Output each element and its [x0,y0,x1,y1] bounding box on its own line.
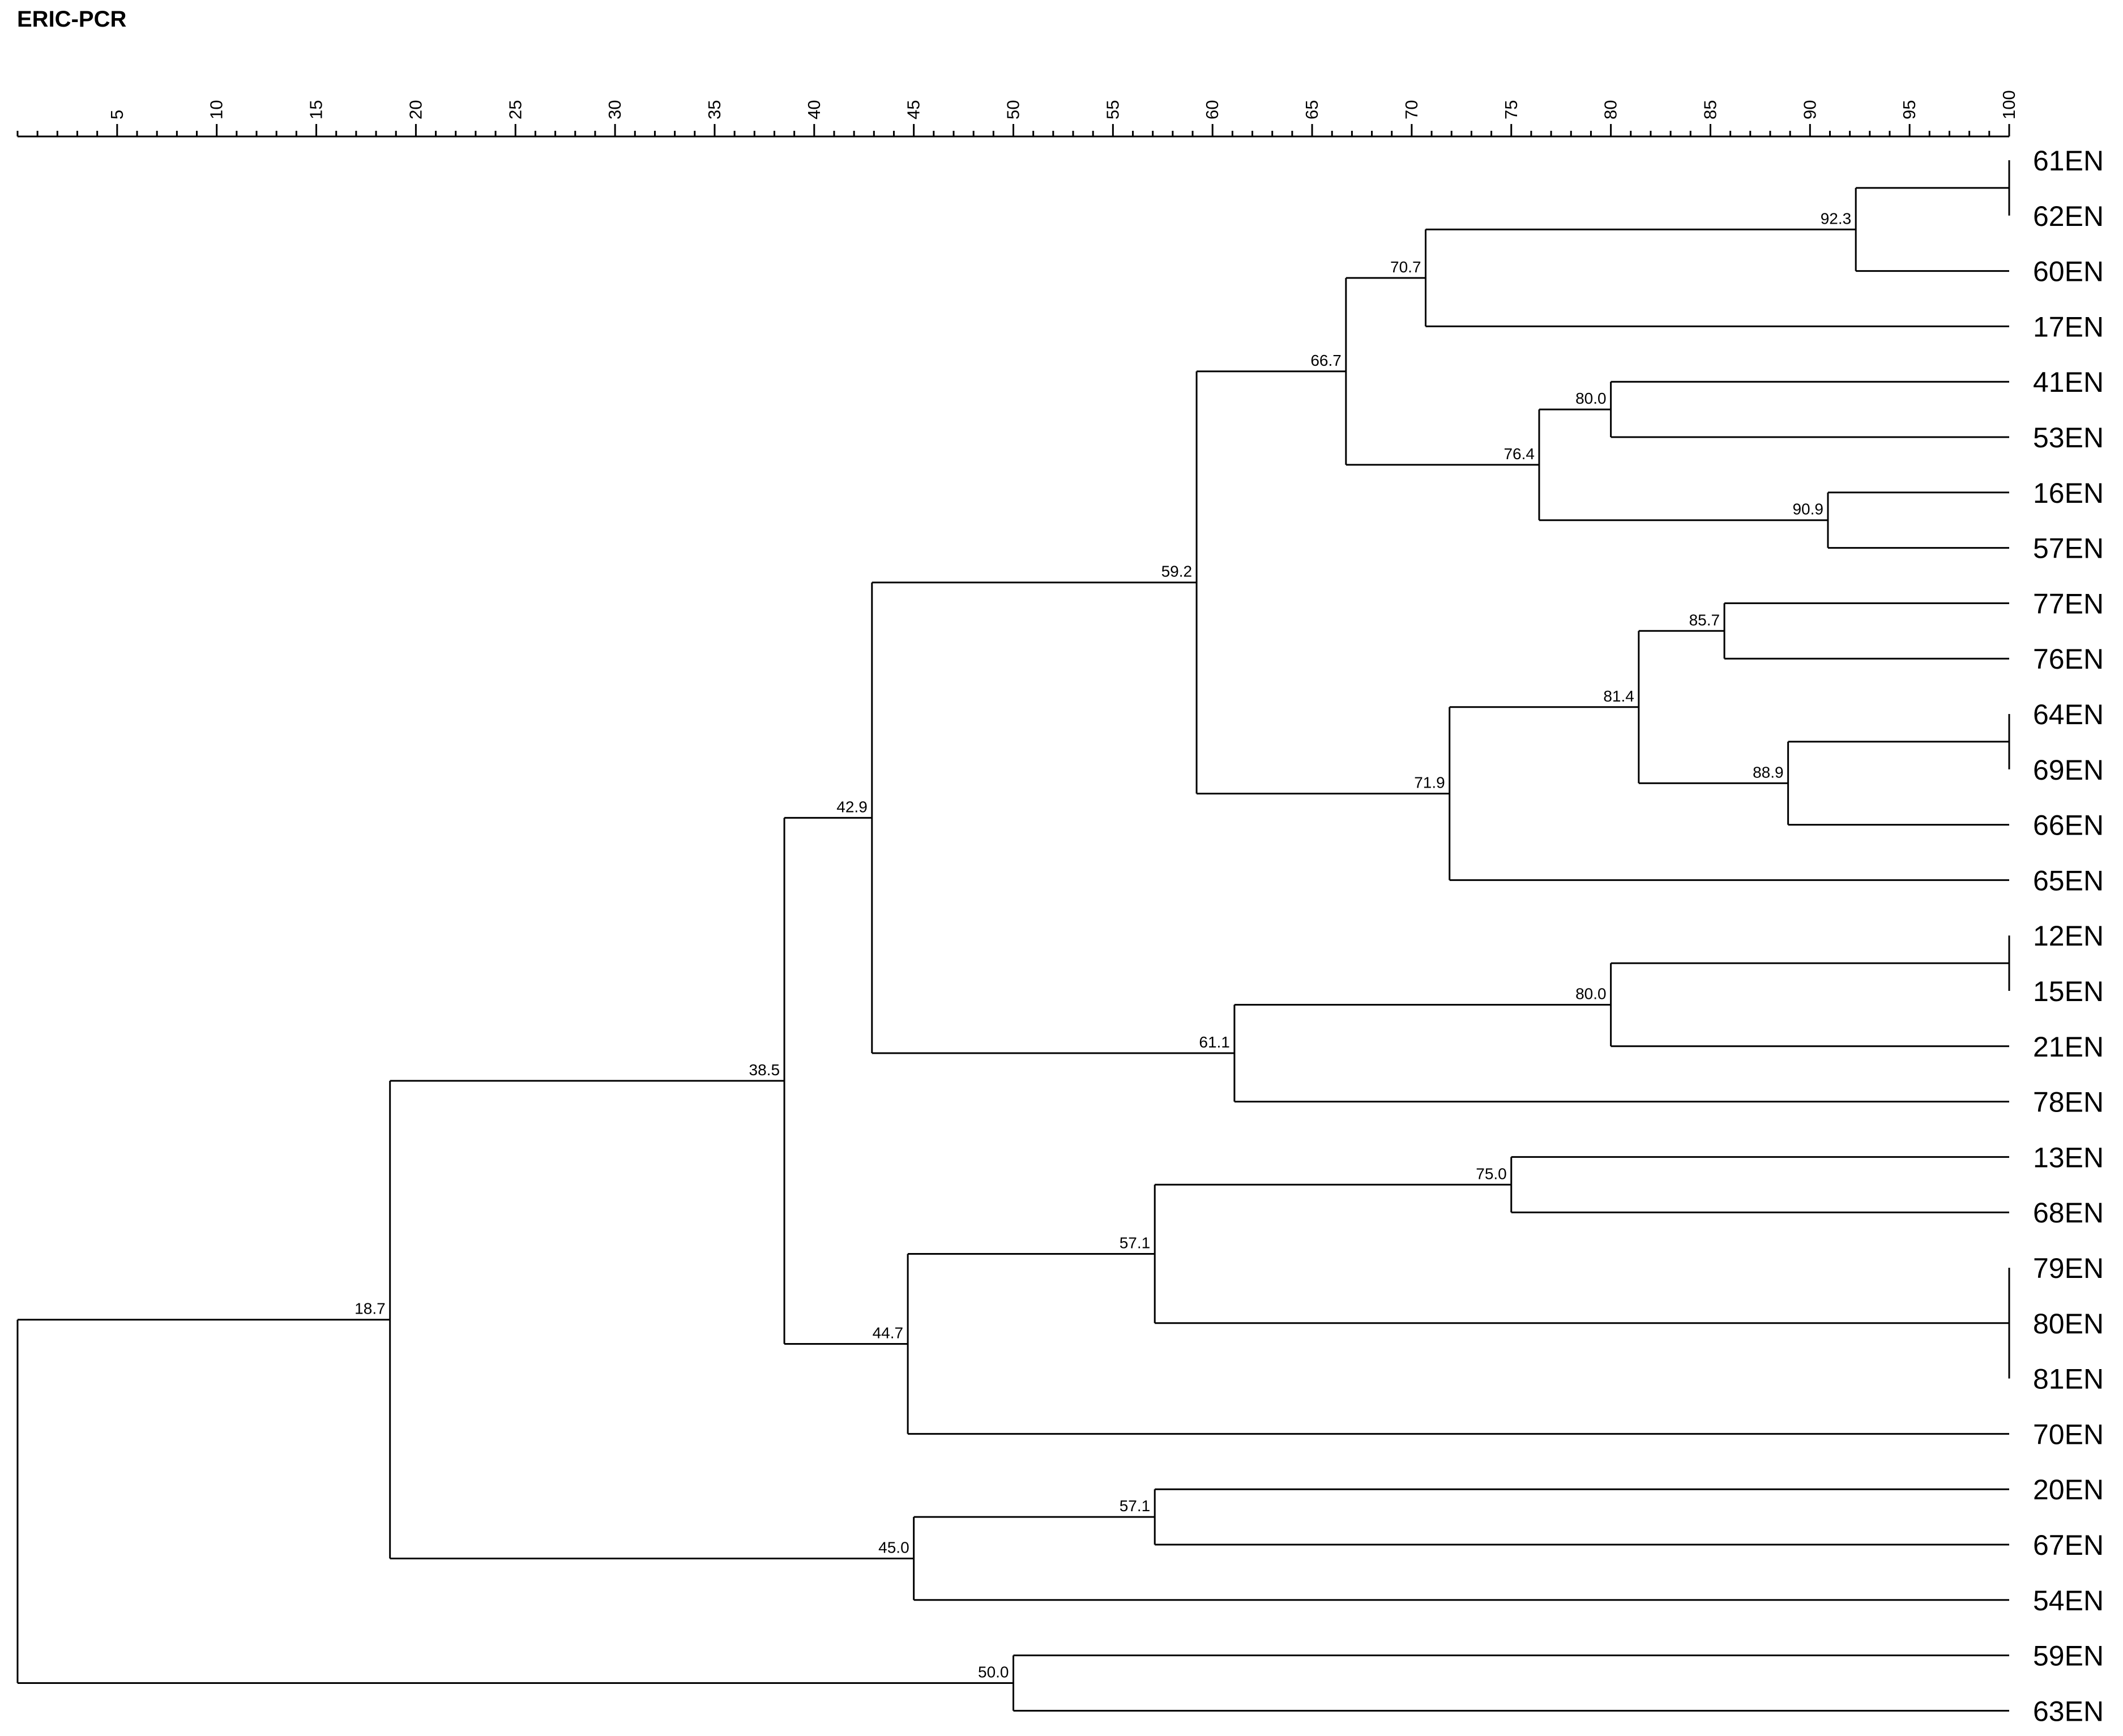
node-similarity-label: 80.0 [1575,390,1607,407]
leaf-label: 61EN [2033,145,2104,177]
leaf-label: 12EN [2033,920,2104,952]
leaf-label: 68EN [2033,1197,2104,1229]
axis-tick-label: 95 [1899,100,1919,119]
leaf-label: 15EN [2033,976,2104,1007]
leaf-label: 59EN [2033,1640,2104,1672]
leaf-label: 70EN [2033,1418,2104,1450]
node-similarity-label: 66.7 [1310,352,1342,369]
node-similarity-label: 85.7 [1689,611,1720,628]
axis-tick-label: 65 [1302,100,1322,119]
node-similarity-label: 92.3 [1821,209,1852,227]
leaf-label: 69EN [2033,754,2104,786]
axis-tick-label: 55 [1103,100,1122,119]
node-similarity-label: 81.4 [1603,687,1634,705]
node-similarity-label: 80.0 [1575,985,1607,1002]
leaf-label: 60EN [2033,256,2104,288]
leaf-label: 21EN [2033,1031,2104,1063]
axis-tick-label: 90 [1800,100,1819,119]
node-similarity-labels: 92.3 70.7 80.0 90.9 76.4 66.7 85.7 88.9 81.4 71.9… [354,209,1851,1681]
node-similarity-label: 71.9 [1414,774,1445,792]
similarity-scale-axis: 5 10 15 20 25 30 35 40 45 50 55 60 65 70 75 80 85 90 95 100 [16,90,2019,138]
leaf-label: 76EN [2033,643,2104,675]
node-similarity-label: 70.7 [1390,258,1421,276]
leaf-label: 67EN [2033,1529,2104,1561]
axis-tick-label: 80 [1601,100,1621,119]
axis-tick-label: 40 [804,100,824,119]
node-similarity-label: 38.5 [749,1061,780,1079]
node-similarity-label: 90.9 [1792,501,1823,518]
leaf-label: 66EN [2033,810,2104,841]
node-similarity-label: 61.1 [1199,1033,1230,1051]
leaf-label: 57EN [2033,533,2104,565]
leaf-label: 16EN [2033,477,2104,509]
axis-tick-label: 5 [107,110,127,119]
leaf-label: 41EN [2033,366,2104,398]
node-similarity-label: 76.4 [1503,445,1535,463]
node-similarity-label: 57.1 [1120,1234,1151,1252]
axis-tick-label: 20 [405,100,425,119]
dendrogram-branches [16,160,2010,1712]
axis-tick-label: 100 [1999,90,2019,119]
node-similarity-label: 42.9 [836,798,868,815]
leaf-label: 80EN [2033,1308,2104,1340]
axis-tick-label: 25 [505,100,525,119]
node-similarity-label: 75.0 [1476,1165,1507,1182]
diagram-title: ERIC-PCR [17,7,127,32]
axis-tick-label: 60 [1202,100,1222,119]
axis-tick-label: 85 [1700,100,1720,119]
axis-tick-label: 35 [704,100,724,119]
axis-tick-label: 75 [1501,100,1521,119]
leaf-label: 53EN [2033,422,2104,454]
leaf-label: 64EN [2033,699,2104,730]
axis-tick-label: 45 [904,100,924,119]
leaf-label: 62EN [2033,200,2104,232]
leaf-label: 65EN [2033,865,2104,896]
axis-tick-label: 15 [306,100,326,119]
axis-tick-label: 50 [1003,100,1023,119]
node-similarity-label: 59.2 [1161,563,1193,580]
leaf-label: 79EN [2033,1252,2104,1284]
axis-tick-label: 30 [605,100,625,119]
leaf-labels: 61EN 62EN 60EN 17EN 41EN 53EN 16EN 57EN 77EN 76EN… [2033,145,2104,1727]
node-similarity-label: 50.0 [978,1664,1009,1681]
axis-tick-label: 10 [207,100,227,119]
leaf-label: 78EN [2033,1087,2104,1118]
leaf-label: 54EN [2033,1585,2104,1617]
node-similarity-label: 18.7 [354,1300,386,1318]
leaf-label: 13EN [2033,1141,2104,1173]
node-similarity-label: 45.0 [878,1538,909,1556]
leaf-label: 20EN [2033,1474,2104,1506]
leaf-label: 81EN [2033,1363,2104,1395]
leaf-label: 77EN [2033,588,2104,619]
leaf-label: 17EN [2033,311,2104,343]
node-similarity-label: 44.7 [873,1324,904,1341]
leaf-label: 63EN [2033,1695,2104,1727]
node-similarity-label: 57.1 [1120,1497,1151,1515]
node-similarity-label: 88.9 [1753,763,1784,781]
axis-tick-label: 70 [1402,100,1421,119]
